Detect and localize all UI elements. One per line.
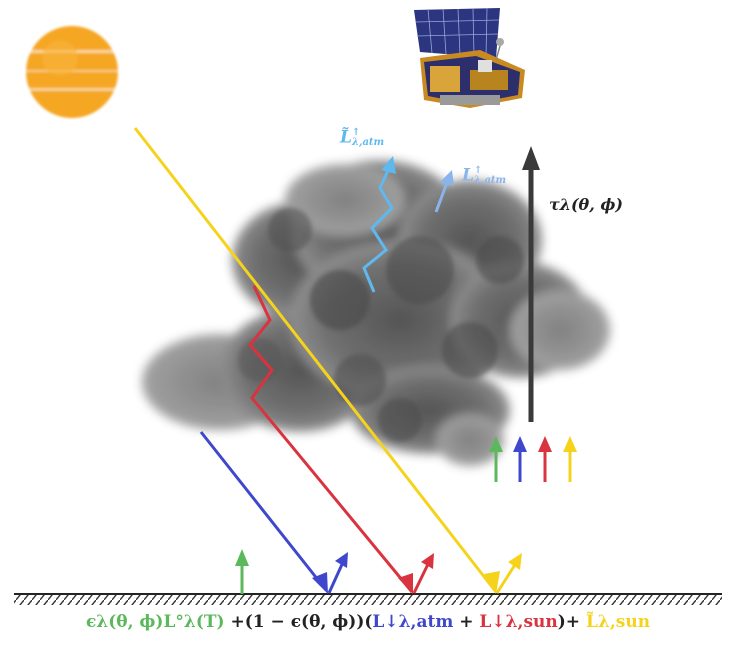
upwelling-components-arrows [489,436,577,482]
atm-down-ray [199,431,348,594]
eq-atm-down-term: L↓λ,atm [372,612,454,632]
sun-icon [24,26,120,118]
eq-sun-direct-term: L̃λ,sun [585,612,651,632]
transmittance-arrow [522,146,540,422]
eq-plus-separator: + [453,612,480,632]
atm-upwelling-ray [434,170,454,213]
cloud-icon [142,160,610,466]
sun-diffuse-ray [248,285,434,594]
label-l-tilde-atm-up: L̃↑λ,atm [340,127,385,148]
ground-hatch [14,593,722,605]
label-tau: τλ(θ, ϕ) [549,195,623,214]
sun-direct-ray [133,127,522,594]
radiance-equation: ϵλ(θ, ϕ)L°λ(T) +(1 − ϵ(θ, ϕ))(L↓λ,atm + … [0,612,736,632]
satellite-icon [414,7,525,108]
label-l-atm-up: L↑λ,atm [462,165,507,186]
eq-reflect-factor: +(1 − ϵ(θ, ϕ))( [224,612,373,632]
eq-sun-down-term: L↓λ,sun [479,612,558,632]
atm-upwelling-path-ray [362,156,396,293]
ground-emission-arrow [235,549,249,594]
eq-close-plus: )+ [557,612,586,632]
eq-emission-term: ϵλ(θ, ϕ)L°λ(T) [85,612,225,632]
